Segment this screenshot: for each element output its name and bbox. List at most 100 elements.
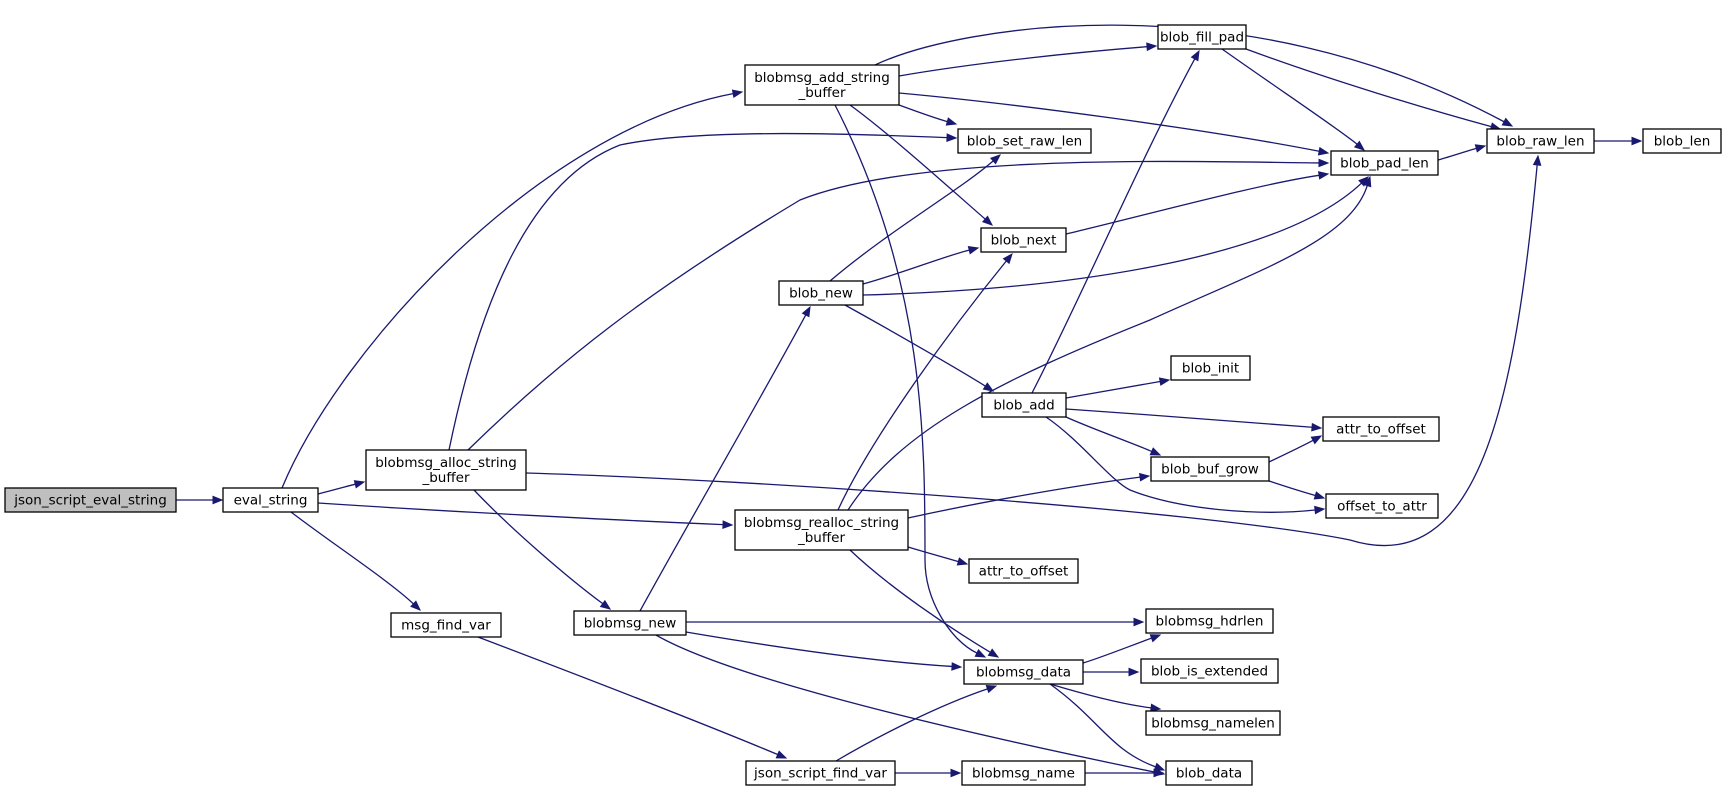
edge-blobmsg_data-to-blob_data [1049,683,1166,771]
edge-blob_new-to-blob_next [862,246,980,285]
node-blobmsg-name[interactable]: blobmsg_name [961,760,1086,786]
arrowhead [801,305,811,318]
edge-layer [175,24,1643,778]
edge-eval_string-to-blobmsg_alloc_string_buffer [317,480,366,495]
arrowhead [722,520,734,529]
node-label: blob_raw_len [1496,134,1584,150]
edge-line [1065,380,1161,399]
node-box [222,487,319,513]
node-blob-len[interactable]: blob_len [1642,128,1722,154]
node-label: blob_fill_pad [1160,30,1244,46]
arrowhead [1314,505,1326,515]
node-blob-set-raw-len[interactable]: blob_set_raw_len [957,128,1092,154]
arrowhead [1317,146,1330,156]
node-label: msg_find_var [401,618,491,634]
node-blob-data[interactable]: blob_data [1165,760,1253,786]
edge-line [835,688,988,762]
node-blob-is-extended[interactable]: blob_is_extended [1140,658,1279,684]
edge-line [898,46,1148,77]
node-blobmsg-realloc-string-buffer[interactable]: blobmsg_realloc_string_buffer [734,509,909,551]
node-box [1145,608,1274,634]
arrowhead [1146,42,1158,52]
node-blob-raw-len[interactable]: blob_raw_len [1486,128,1595,154]
node-box [961,760,1086,786]
edge-blobmsg_data-to-blobmsg_hdrlen [1082,634,1162,664]
edge-blob_add-to-attr_to_offset [1065,408,1323,432]
edge-blobmsg_new-to-blobmsg_hdrlen [686,617,1145,627]
arrowhead [1353,140,1366,151]
edge-blob_buf_grow-to-offset_to_attr [1268,480,1326,500]
edge-blobmsg_alloc_string_buffer-to-blob_set_raw_len [448,132,958,451]
node-blob-next[interactable]: blob_next [980,227,1067,253]
node-blobmsg-new[interactable]: blobmsg_new [573,610,687,636]
node-blobmsg-add-string-buffer[interactable]: blobmsg_add_string_buffer [744,64,900,106]
edge-blobmsg_realloc_string_buffer-to-blob_next [837,252,1013,511]
edge-line [317,483,356,495]
edge-line [898,104,948,123]
arrowhead [1002,252,1013,265]
node-blob-add[interactable]: blob_add [981,392,1067,418]
node-box [957,128,1092,154]
node-attr-to-offset[interactable]: attr_to_offset [1322,416,1440,442]
arrowhead [989,154,1002,165]
node-blobmsg-hdrlen[interactable]: blobmsg_hdrlen [1145,608,1274,634]
node-offset-to-attr[interactable]: offset_to_attr [1325,493,1439,519]
arrowhead [1149,447,1162,456]
node-box [980,227,1067,253]
edge-line [639,314,807,612]
node-box [4,487,177,513]
node-box [1170,355,1251,381]
node-blob-buf-grow[interactable]: blob_buf_grow [1150,456,1270,482]
arrowhead [1474,144,1487,153]
node-blobmsg-namelen[interactable]: blobmsg_namelen [1145,710,1281,736]
node-eval-string[interactable]: eval_string [222,487,319,513]
arrowhead [1318,158,1330,168]
node-label: blobmsg_alloc_string [375,455,517,471]
edge-blobmsg_alloc_string_buffer-to-blob_raw_len [525,154,1542,547]
node-label: blobmsg_new [584,616,677,632]
edge-line [1065,416,1152,453]
node-label: blob_next [991,233,1057,249]
edge-line [1045,416,1316,513]
node-box [981,392,1067,418]
edge-line [907,476,1141,519]
node-label: blobmsg_hdrlen [1156,614,1264,630]
arrowhead [1310,435,1323,445]
node-json-script-eval-string[interactable]: json_script_eval_string [4,487,177,513]
node-box [1330,150,1439,176]
node-box [778,280,864,306]
node-blob-init[interactable]: blob_init [1170,355,1251,381]
node-box [1145,710,1281,736]
edge-eval_string-to-blobmsg_realloc_string_buffer [317,502,734,529]
node-blobmsg-alloc-string-buffer[interactable]: blobmsg_alloc_string_buffer [365,449,527,491]
node-blob-pad-len[interactable]: blob_pad_len [1330,150,1439,176]
node-blobmsg-data[interactable]: blobmsg_data [963,659,1084,685]
node-msg-find-var[interactable]: msg_find_var [390,612,502,638]
node-blob-new[interactable]: blob_new [778,280,864,306]
node-box [1642,128,1722,154]
node-json-script-find-var[interactable]: json_script_find_var [745,760,896,786]
edge-line [1268,439,1314,463]
edge-line [1049,683,1152,709]
node-blob-fill-pad[interactable]: blob_fill_pad [1157,24,1247,50]
node-label: eval_string [234,493,308,509]
edge-eval_string-to-blobmsg_add_string_buffer [281,89,744,489]
edge-blob_new-to-blob_set_raw_len [829,154,1002,282]
arrowhead [1311,422,1323,432]
edge-json_script_eval_string-to-eval_string [175,495,224,505]
edge-blobmsg_add_string_buffer-to-blob_pad_len [898,92,1330,156]
edge-line [1082,637,1152,664]
edge-blob_add-to-blob_buf_grow [1065,416,1162,456]
edge-blobmsg_data-to-blobmsg_namelen [1049,683,1162,713]
node-attr-to-offset-2[interactable]: attr_to_offset [968,558,1079,584]
node-label: blob_add [993,398,1054,414]
arrowhead [974,648,987,658]
edge-line [849,104,986,220]
edge-line [477,636,778,756]
node-box [968,558,1079,584]
edge-blobmsg_data-to-blob_is_extended [1083,667,1140,677]
edge-line [448,132,948,451]
arrowhead [967,246,980,255]
